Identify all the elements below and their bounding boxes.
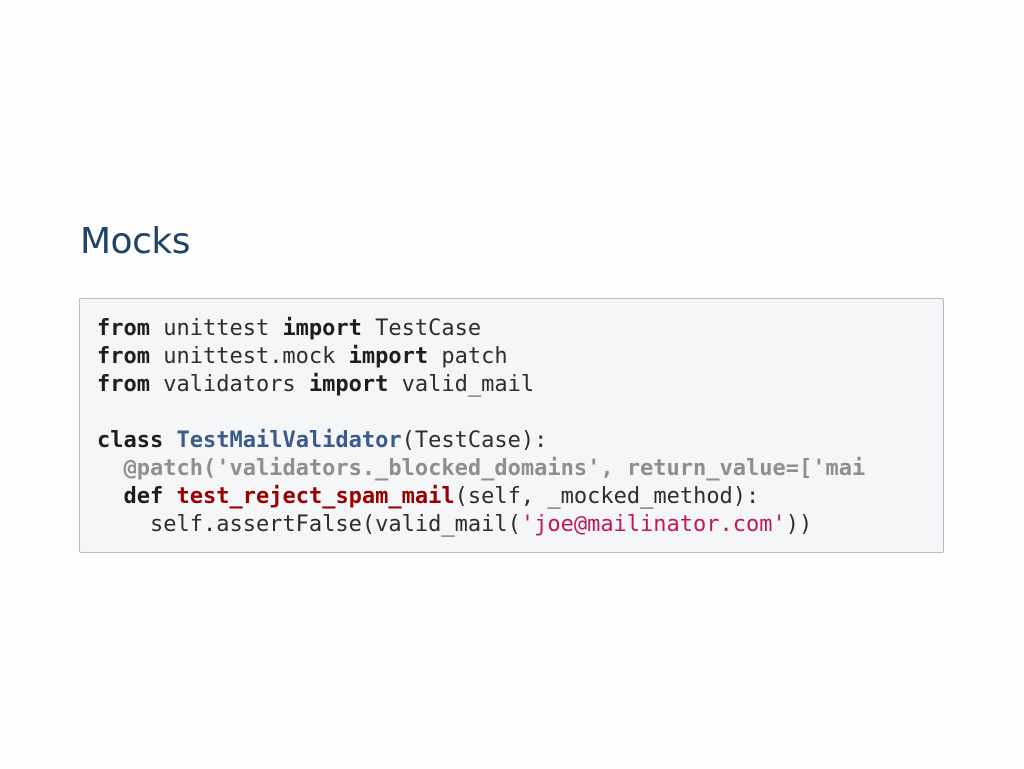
code-function-name: test_reject_spam_mail: [176, 484, 455, 509]
code-text: (self, _mocked_method):: [454, 484, 760, 509]
code-keyword: from: [97, 316, 150, 341]
code-string: 'joe@mailinator.com': [520, 512, 786, 537]
code-text: patch: [428, 344, 508, 369]
code-text: )): [785, 512, 813, 537]
code-text: [97, 484, 124, 509]
code-keyword: def: [123, 484, 164, 509]
code-line: self.assertFalse(valid_mail('joe@mailina…: [97, 511, 865, 539]
code-text: validators: [149, 372, 309, 397]
code-text: TestCase: [361, 316, 482, 341]
code-text: unittest.mock: [149, 344, 349, 369]
code-keyword: import: [282, 316, 362, 341]
code-line: class TestMailValidator(TestCase):: [97, 427, 865, 455]
code-text: [163, 484, 176, 509]
slide-title: Mocks: [80, 221, 190, 262]
code-text: unittest: [149, 316, 283, 341]
code-line: from validators import valid_mail: [97, 371, 865, 399]
code-text: (TestCase):: [401, 428, 548, 453]
code-keyword: import: [348, 344, 429, 369]
code-line: def test_reject_spam_mail(self, _mocked_…: [97, 483, 865, 511]
code-line: from unittest.mock import patch: [97, 343, 865, 371]
code-text: [97, 456, 124, 481]
code-keyword: from: [97, 344, 150, 369]
code-line: @patch('validators._blocked_domains', re…: [97, 455, 866, 483]
code-class-name: TestMailValidator: [176, 428, 402, 453]
code-text: valid_mail: [388, 372, 535, 397]
code-text: self.assertFalse(valid_mail(: [97, 512, 521, 537]
code-keyword: class: [97, 428, 164, 453]
code-keyword: from: [97, 372, 150, 397]
code-line: [97, 399, 865, 427]
code-decorator: @patch('validators._blocked_domains', re…: [123, 456, 866, 481]
code-line: from unittest import TestCase: [97, 315, 865, 343]
code-text: [163, 428, 176, 453]
code-keyword: import: [308, 372, 389, 397]
